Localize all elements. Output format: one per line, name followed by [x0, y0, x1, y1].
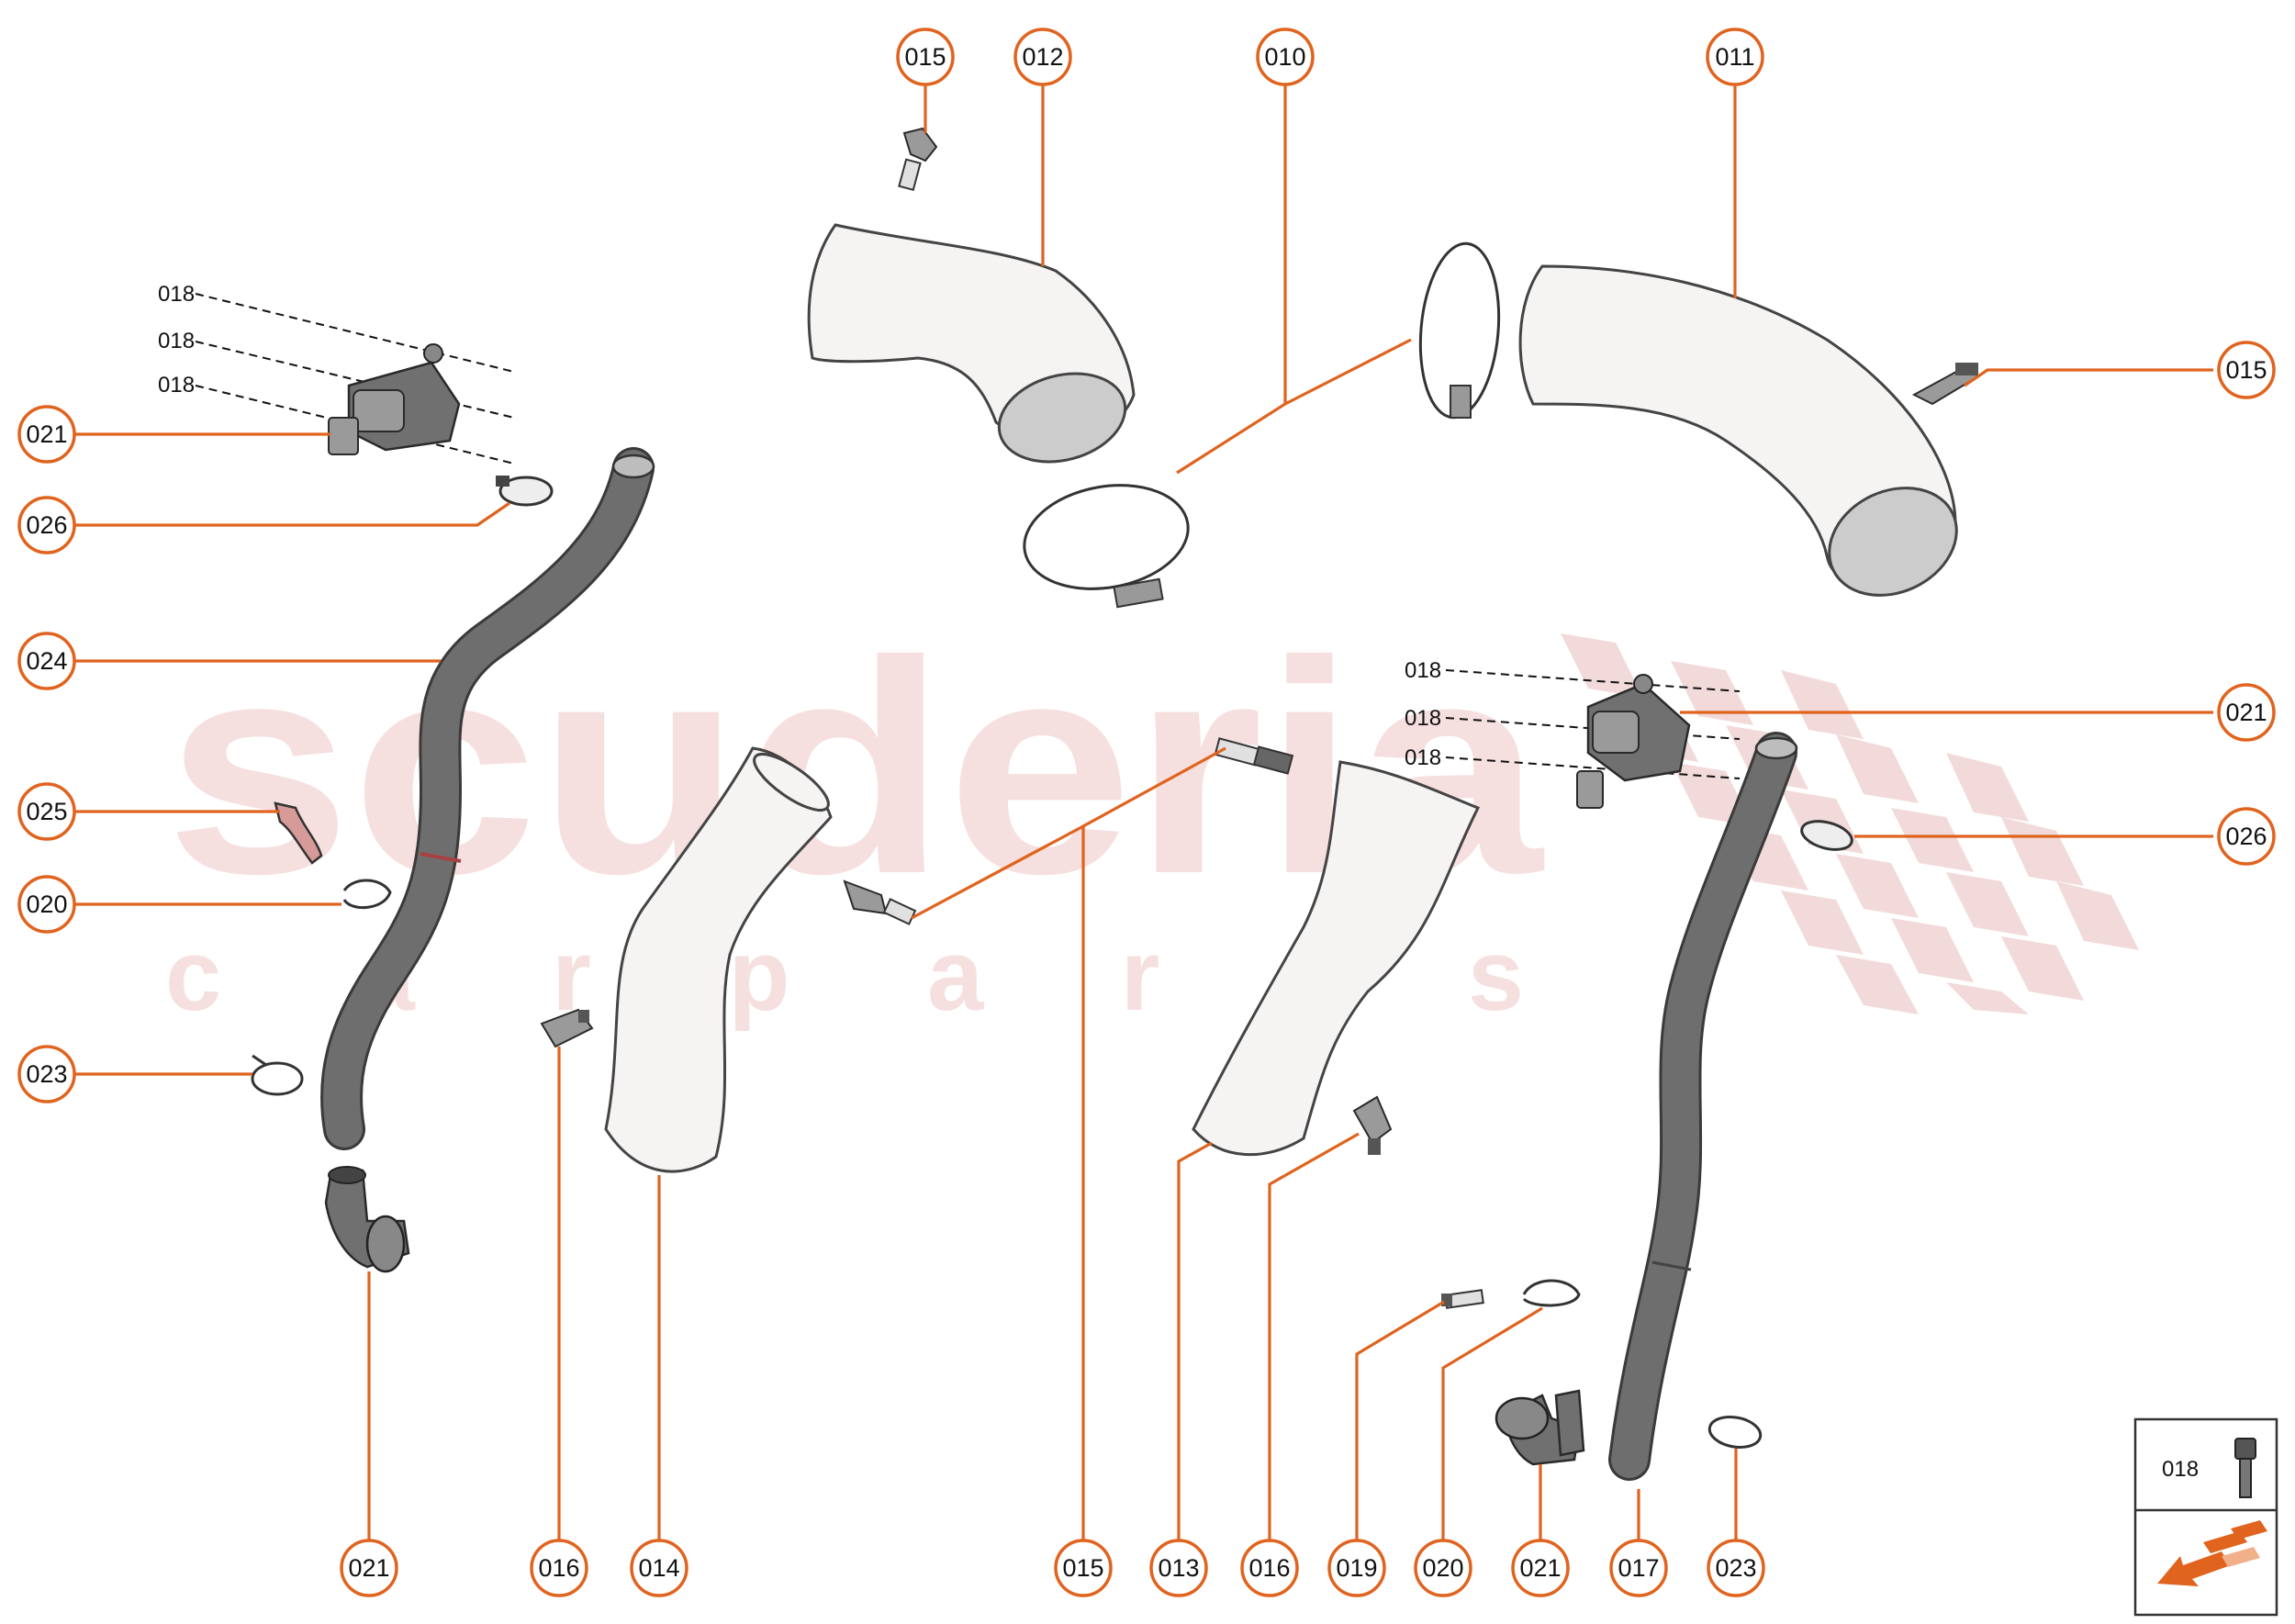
- legend-screw-label: 018: [2162, 1457, 2199, 1482]
- callout-021-left-label: 021: [26, 420, 67, 448]
- callout-024[interactable]: 024: [17, 632, 76, 690]
- callout-020-bottom-label: 020: [1422, 1554, 1463, 1582]
- screw-label-left-3: 018: [158, 373, 195, 398]
- callout-026-right-label: 026: [2225, 823, 2267, 850]
- callout-014-label: 014: [638, 1554, 679, 1582]
- part-019: [1441, 1289, 1484, 1309]
- callout-021-bottom-right-label: 021: [1519, 1554, 1561, 1582]
- callout-015-right[interactable]: 015: [2217, 341, 2276, 399]
- screw-label-left-2: 018: [158, 329, 195, 353]
- screw-label-right-3: 018: [1405, 745, 1441, 770]
- callout-010[interactable]: 010: [1256, 28, 1315, 86]
- callout-013-label: 013: [1158, 1554, 1199, 1582]
- callout-015-top-label: 015: [904, 43, 946, 71]
- clamp-010-upper: [1418, 241, 1501, 420]
- callout-011[interactable]: 011: [1706, 28, 1764, 86]
- callout-021-bottom-left[interactable]: 021: [340, 1539, 398, 1597]
- callout-014[interactable]: 014: [630, 1539, 688, 1597]
- screw-label-right-2: 018: [1405, 706, 1441, 731]
- callout-019-label: 019: [1336, 1554, 1377, 1582]
- direction-arrow-icon: [2157, 1520, 2267, 1586]
- hose-024: [320, 447, 655, 1150]
- callout-010-label: 010: [1264, 43, 1305, 71]
- sensor-015-mid-left: [843, 879, 917, 925]
- screw-leaders-right: [1445, 669, 1741, 779]
- clip-020-right: [1522, 1279, 1581, 1307]
- sensor-015-top: [898, 127, 938, 192]
- sensor-016-left: [540, 1008, 594, 1048]
- elbow-011: [1518, 264, 1958, 597]
- callout-021-bottom-right[interactable]: 021: [1511, 1539, 1570, 1597]
- callout-023-left[interactable]: 023: [17, 1045, 76, 1103]
- callout-021-left[interactable]: 021: [17, 405, 76, 464]
- elbow-012: [807, 223, 1136, 464]
- sensor-016-right: [1352, 1095, 1393, 1155]
- callout-023-bottom[interactable]: 023: [1707, 1539, 1765, 1597]
- callout-020-left-label: 020: [26, 890, 67, 918]
- callout-017-label: 017: [1618, 1554, 1659, 1582]
- screw-label-left-1: 018: [158, 282, 195, 307]
- callout-017[interactable]: 017: [1609, 1539, 1668, 1597]
- leader-lines: [71, 73, 2213, 1549]
- hose-017: [1608, 732, 1798, 1481]
- callout-025[interactable]: 025: [17, 782, 76, 841]
- sensor-021-right: [1576, 674, 1691, 809]
- callout-020-left[interactable]: 020: [17, 875, 76, 934]
- callout-023-left-label: 023: [26, 1060, 67, 1088]
- sensor-015-mid-right: [1214, 737, 1294, 775]
- sensor-021-left: [328, 343, 461, 455]
- screw-label-right-1: 018: [1405, 658, 1441, 683]
- callout-015-top[interactable]: 015: [896, 28, 955, 86]
- bracket-025: [274, 801, 323, 865]
- clamp-026-right: [1800, 820, 1853, 851]
- callout-016-bottom-right-label: 016: [1248, 1554, 1290, 1582]
- watermark-checker-flag: [1561, 633, 2139, 1014]
- callout-013[interactable]: 013: [1149, 1539, 1208, 1597]
- callout-011-label: 011: [1715, 43, 1754, 71]
- clip-020-left: [342, 879, 392, 910]
- callout-012[interactable]: 012: [1013, 28, 1072, 86]
- callout-026-left-label: 026: [26, 511, 67, 539]
- clamp-023-left: [251, 1054, 304, 1096]
- clamp-010-lower: [1023, 484, 1190, 609]
- callout-026-right[interactable]: 026: [2217, 807, 2276, 866]
- callout-019[interactable]: 019: [1327, 1539, 1386, 1597]
- callout-016-bottom-left-label: 016: [538, 1554, 579, 1582]
- callout-021-bottom-left-label: 021: [348, 1554, 389, 1582]
- clamp-026-left: [496, 476, 554, 507]
- callout-015-bottom-label: 015: [1062, 1554, 1103, 1582]
- callout-026-left[interactable]: 026: [17, 496, 76, 554]
- elbow-021-right: [1495, 1389, 1585, 1466]
- clamp-023-right: [1707, 1416, 1763, 1449]
- callout-015-bottom[interactable]: 015: [1054, 1539, 1113, 1597]
- callout-024-label: 024: [26, 647, 67, 675]
- callout-016-bottom-left[interactable]: 016: [530, 1539, 588, 1597]
- callout-012-label: 012: [1022, 43, 1063, 71]
- watermark-brand: scuderia: [165, 598, 1544, 936]
- callout-021-right-label: 021: [2225, 699, 2267, 726]
- screw-icon: [2234, 1438, 2256, 1498]
- elbow-021-left: [324, 1166, 410, 1273]
- tube-013: [1192, 760, 1481, 1157]
- callout-025-label: 025: [26, 798, 67, 825]
- callout-020-bottom[interactable]: 020: [1414, 1539, 1472, 1597]
- callout-016-bottom-right[interactable]: 016: [1240, 1539, 1299, 1597]
- callout-015-right-label: 015: [2225, 356, 2267, 384]
- tube-014: [604, 746, 833, 1173]
- callout-023-bottom-label: 023: [1715, 1554, 1756, 1582]
- callout-021-right[interactable]: 021: [2217, 683, 2276, 742]
- legend-box: 018: [2133, 1417, 2278, 1617]
